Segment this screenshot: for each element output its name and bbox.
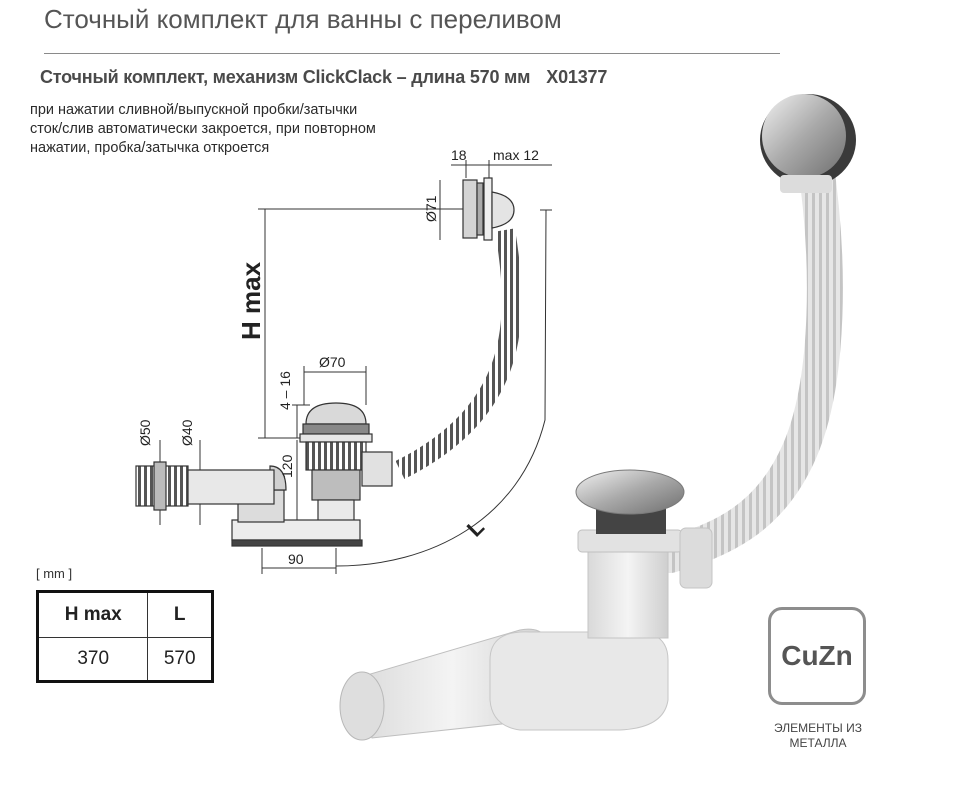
page-title: Сточный комплект для ванны с переливом <box>44 4 562 34</box>
table-row: 370 570 <box>36 637 213 682</box>
description-line: сток/слив автоматически закроется, при п… <box>30 121 376 137</box>
material-label: CuZn <box>781 640 853 671</box>
dim-hmax: H max <box>236 261 266 340</box>
title-divider <box>44 53 780 54</box>
table-header-l: L <box>147 591 213 638</box>
description-line: нажатии, пробка/затычка откроется <box>30 140 270 156</box>
dimensions-table: H max L 370 570 <box>36 590 214 683</box>
units-label: [ mm ] <box>36 566 73 581</box>
table-cell-hmax: 370 <box>36 637 149 682</box>
dim-l: L <box>462 514 489 541</box>
dim-d50: Ø50 <box>137 419 153 446</box>
product-code: X01377 <box>546 67 608 87</box>
product-title: Сточный комплект, механизм ClickClack – … <box>40 67 607 88</box>
badge-caption-line: МЕТАЛЛА <box>789 736 847 750</box>
badge-caption: ЭЛЕМЕНТЫ ИЗ МЕТАЛЛА <box>756 721 880 751</box>
product-name: Сточный комплект, механизм ClickClack – … <box>40 67 531 87</box>
dim-max12: max 12 <box>493 147 539 163</box>
overflow-head-drawing <box>462 177 515 241</box>
material-badge: CuZn <box>768 607 866 705</box>
badge-caption-line: ЭЛЕМЕНТЫ ИЗ <box>774 721 862 735</box>
table-header-hmax: H max <box>36 591 149 638</box>
table-cell-l: 570 <box>147 637 213 682</box>
hose-illustration <box>652 142 843 573</box>
drain-drawing <box>135 402 393 547</box>
dim-d71: Ø71 <box>423 195 439 222</box>
dim-120: 120 <box>279 454 295 478</box>
description: при нажатии сливной/выпускной пробки/зат… <box>30 101 376 158</box>
description-line: при нажатии сливной/выпускной пробки/зат… <box>30 102 358 118</box>
hose-drawing <box>395 228 522 479</box>
dim-18: 18 <box>451 147 467 163</box>
table-header-row: H max L <box>36 591 213 638</box>
dim-d70: Ø70 <box>319 354 346 370</box>
product-illustration <box>339 94 856 741</box>
dim-d40: Ø40 <box>179 419 195 446</box>
dim-90: 90 <box>288 551 304 567</box>
dim-4-16: 4 – 16 <box>277 371 293 410</box>
